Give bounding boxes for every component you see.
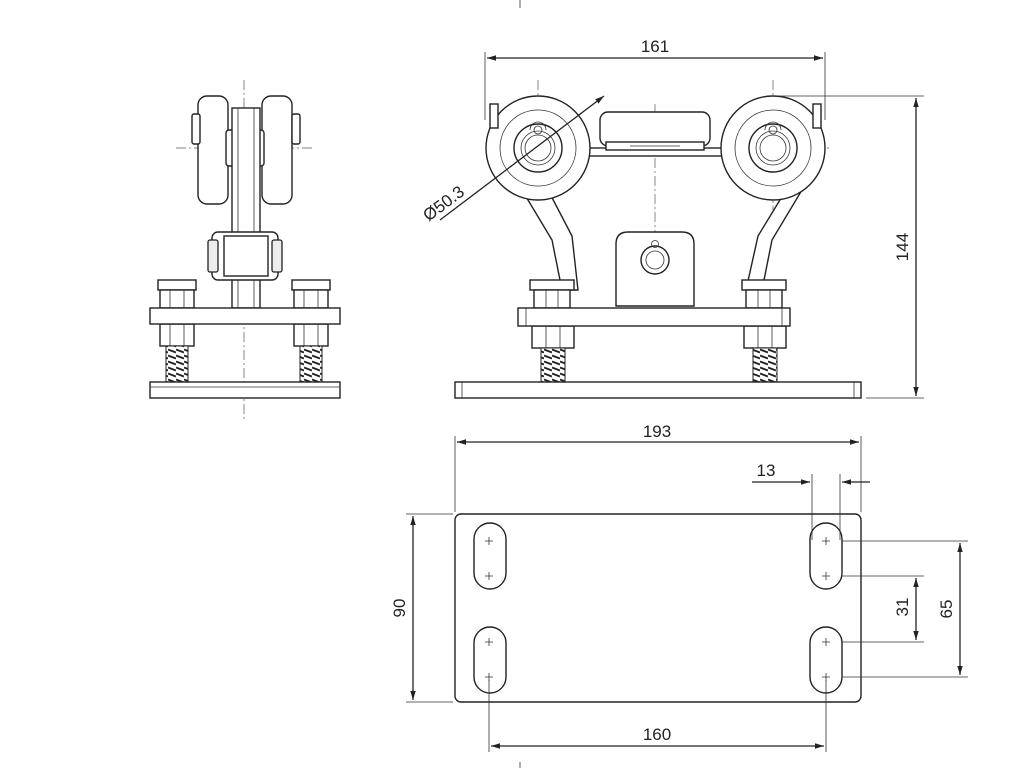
dim-plate-length-label: 193 bbox=[643, 422, 671, 441]
front-bolt-left bbox=[529, 279, 575, 383]
dim-top-width: 161 bbox=[484, 37, 826, 120]
dim-slot-width-label: 13 bbox=[757, 461, 776, 480]
dim-hole-spacing-vertical-label: 65 bbox=[937, 600, 956, 619]
plan-slot-top-left bbox=[473, 522, 507, 590]
front-view: 161 Ø50.3 144 bbox=[419, 37, 924, 399]
dim-slot-travel-label: 31 bbox=[893, 598, 912, 617]
side-wheel-left bbox=[191, 95, 229, 205]
front-base-plate bbox=[454, 381, 862, 399]
dim-slot-width: 13 bbox=[752, 461, 870, 540]
front-top-pad bbox=[599, 111, 711, 151]
dim-hole-spacing-vertical: 65 bbox=[842, 540, 968, 678]
dim-hole-spacing-horizontal: 160 bbox=[488, 680, 827, 752]
dim-hole-spacing-horizontal-label: 160 bbox=[643, 725, 671, 744]
plan-slot-bottom-left bbox=[473, 626, 507, 694]
plan-slot-top-right bbox=[809, 522, 843, 590]
side-bolt-right bbox=[291, 279, 331, 383]
front-arm-left bbox=[520, 189, 579, 291]
plan-slot-bottom-right bbox=[809, 626, 843, 694]
front-wheel-left bbox=[485, 95, 591, 201]
plan-plate bbox=[454, 513, 862, 703]
dim-height: 144 bbox=[776, 95, 924, 399]
front-wheel-right bbox=[720, 95, 826, 201]
side-wheel-right bbox=[261, 95, 301, 205]
side-base-plate bbox=[149, 381, 341, 399]
front-arm-right bbox=[745, 189, 804, 291]
dim-top-width-label: 161 bbox=[641, 37, 669, 56]
front-bolt-right bbox=[741, 279, 787, 383]
front-pivot-block bbox=[615, 231, 695, 307]
side-view bbox=[149, 80, 341, 420]
front-upper-plate bbox=[517, 307, 791, 327]
plan-view: 193 13 90 31 65 bbox=[390, 422, 968, 752]
dim-plate-width-label: 90 bbox=[390, 599, 409, 618]
dim-plate-length: 193 bbox=[454, 422, 862, 512]
side-bolt-left bbox=[157, 279, 197, 383]
dim-plate-width: 90 bbox=[390, 513, 453, 703]
side-upper-plate bbox=[149, 307, 341, 325]
dim-height-label: 144 bbox=[893, 233, 912, 261]
side-pivot bbox=[207, 231, 283, 281]
dim-slot-travel: 31 bbox=[842, 575, 924, 643]
